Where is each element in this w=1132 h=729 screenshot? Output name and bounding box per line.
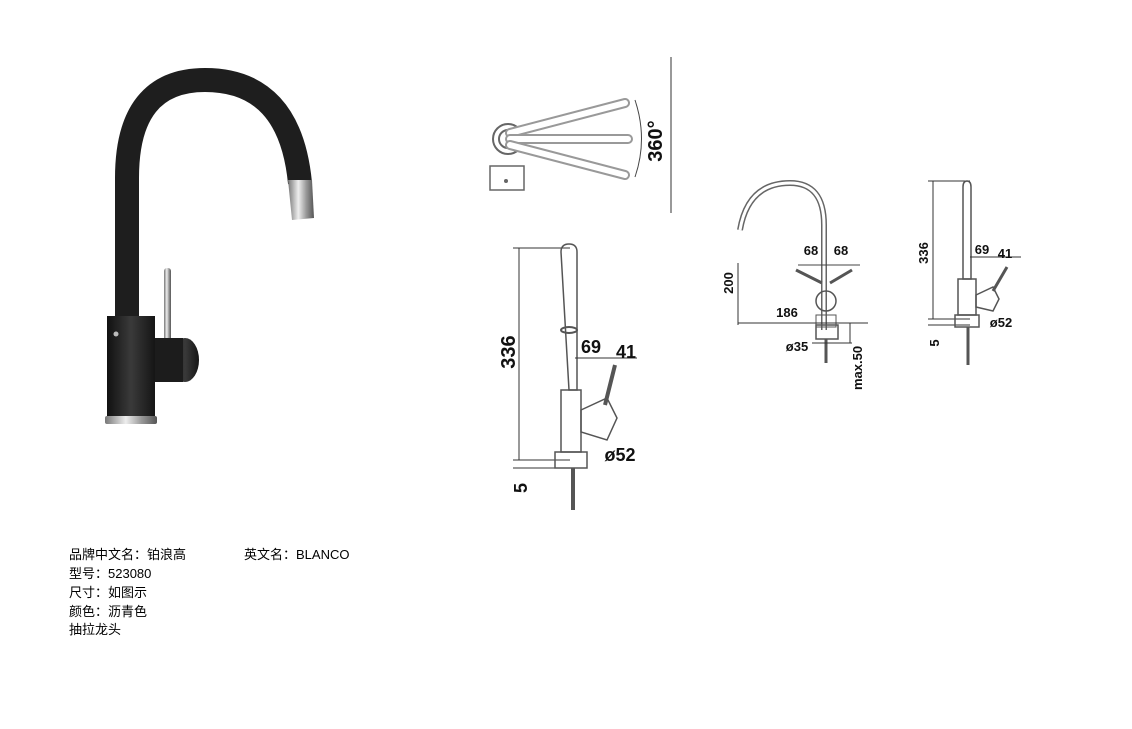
brand-cn-label: 品牌中文名： xyxy=(69,548,148,563)
side-spout-gap-label: 69 xyxy=(581,337,601,357)
front-height-label: 200 xyxy=(721,272,736,294)
size-label: 尺寸： xyxy=(69,586,109,601)
small-side-spout-gap-label: 69 xyxy=(975,242,989,257)
side-height-label: 336 xyxy=(498,335,520,368)
rotation-label: 360° xyxy=(645,120,667,161)
small-side-lever-gap-label: 41 xyxy=(998,246,1012,261)
model-label: 型号： xyxy=(69,567,109,582)
front-reach-label: 186 xyxy=(776,305,798,320)
brand-cn-value: 铂浪高 xyxy=(147,547,187,562)
model-value: 523080 xyxy=(108,566,152,581)
front-lever-left-label: 68 xyxy=(804,243,818,258)
brand-en-row: 英文名：BLANCO xyxy=(244,546,349,565)
size-value: 如图示 xyxy=(108,585,148,600)
front-lever-right-label: 68 xyxy=(834,243,848,258)
model-row: 型号：523080 xyxy=(69,565,186,584)
small-side-base-diameter-label: ø52 xyxy=(990,315,1012,330)
brand-en-value: BLANCO xyxy=(296,547,350,562)
front-counter-thickness-label: max.50 xyxy=(850,346,865,390)
small-side-base-thickness-label: 5 xyxy=(927,339,942,346)
product-info: 品牌中文名：铂浪高 英文名：BLANCO 型号：523080 尺寸：如图示 颜色… xyxy=(69,546,349,640)
brand-en-label: 英文名： xyxy=(244,548,297,563)
front-view-drawing: 200 186 68 68 ø35 max.50 xyxy=(721,179,868,390)
color-label: 颜色： xyxy=(69,605,109,620)
color-value: 沥青色 xyxy=(108,604,148,619)
brand-cn-row: 品牌中文名：铂浪高 xyxy=(69,546,186,565)
side-lever-gap-label: 41 xyxy=(616,342,636,362)
front-shank-diameter-label: ø35 xyxy=(786,339,808,354)
small-side-view-drawing: 336 69 41 ø52 5 xyxy=(916,180,1021,365)
top-view-drawing: 360° xyxy=(489,57,672,213)
product-type: 抽拉龙头 xyxy=(69,623,122,638)
side-view-drawing: 336 5 69 41 ø52 xyxy=(498,243,637,510)
side-base-diameter-label: ø52 xyxy=(604,445,635,465)
side-base-thickness-label: 5 xyxy=(511,483,531,493)
size-row: 尺寸：如图示 xyxy=(69,584,186,603)
faucet-photo xyxy=(105,68,314,424)
small-side-height-label: 336 xyxy=(916,242,931,264)
color-row: 颜色：沥青色 xyxy=(69,603,186,622)
